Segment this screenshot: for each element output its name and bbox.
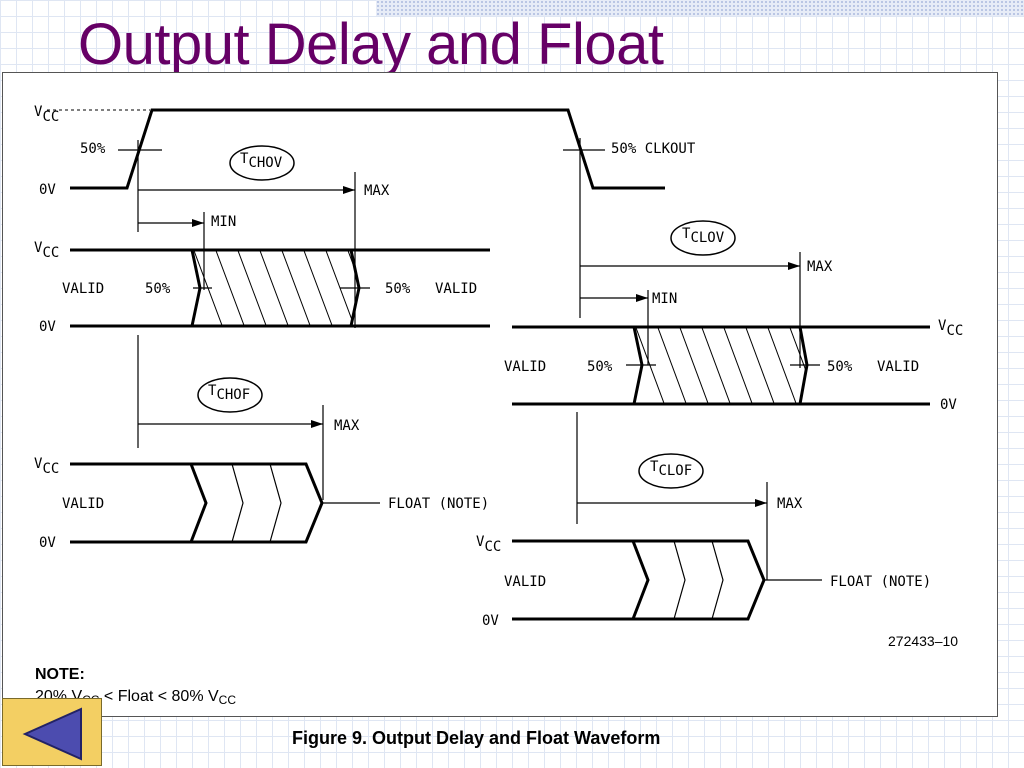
pct50-label: 50% — [587, 359, 613, 375]
zero-v-label: 0V — [39, 535, 56, 551]
valid-label: VALID — [62, 496, 104, 512]
zero-v-label: 0V — [940, 397, 957, 413]
pct50-clkout-label: 50% CLKOUT — [611, 141, 696, 157]
valid-label: VALID — [504, 359, 546, 375]
zero-v-label: 0V — [39, 319, 56, 335]
svg-text:TCLOF: TCLOF — [650, 459, 692, 479]
pct50-label: 50% — [80, 141, 106, 157]
t-label: T — [682, 226, 691, 242]
chof-subscript: CHOF — [216, 387, 250, 403]
right-signal-labels: 50% CLKOUT MAX MIN VCC VALID 50% 50% VAL… — [476, 141, 963, 649]
max-label: MAX — [334, 418, 360, 434]
left-signal-labels: VCC 50% 0V MAX MIN VCC VALID 50% 50% VAL… — [34, 104, 489, 551]
vcc-label: V — [34, 240, 43, 256]
note-part-2: < Float < 80% V — [99, 688, 219, 705]
cc-subscript: CC — [484, 539, 501, 555]
tclof-float-bus — [512, 539, 822, 621]
min-label: MIN — [211, 214, 236, 230]
valid-label: VALID — [877, 359, 919, 375]
vcc-label: V — [34, 456, 43, 472]
slide-title: Output Delay and Float — [78, 12, 664, 77]
valid-label: VALID — [435, 281, 477, 297]
parameter-ovals — [197, 145, 736, 489]
clkout-waveform — [47, 108, 665, 190]
svg-text:TCHOF: TCHOF — [208, 383, 250, 403]
pct50-label: 50% — [385, 281, 411, 297]
cc-subscript: CC — [42, 109, 59, 125]
t-label: T — [650, 459, 659, 475]
clov-subscript: CLOV — [690, 230, 724, 246]
float-note-label: FLOAT (NOTE) — [830, 574, 931, 590]
svg-text:TCHOV: TCHOV — [240, 151, 283, 171]
triangle-left-icon — [22, 707, 82, 761]
note-text: 20% VCC < Float < 80% VCC — [35, 688, 236, 707]
max-label: MAX — [364, 183, 390, 199]
t-label: T — [208, 383, 217, 399]
tclov-valid-bus — [512, 325, 930, 406]
vcc-label: V — [476, 534, 485, 550]
float-note-label: FLOAT (NOTE) — [388, 496, 489, 512]
slide-header-band — [376, 0, 1024, 16]
vcc-label: V — [34, 104, 43, 120]
max-label: MAX — [777, 496, 803, 512]
cc-subscript: CC — [42, 245, 59, 261]
valid-label: VALID — [62, 281, 104, 297]
right-arrowheads — [636, 262, 800, 507]
zero-v-label: 0V — [39, 182, 56, 198]
figure-frame — [2, 72, 998, 717]
note-label: NOTE: — [35, 666, 85, 683]
max-label: MAX — [807, 259, 833, 275]
valid-label: VALID — [504, 574, 546, 590]
svg-text:TCLOV: TCLOV — [682, 226, 725, 246]
figure-id-label: 272433–10 — [888, 633, 958, 649]
note-subscript-2: CC — [218, 693, 237, 707]
svg-text:VCC: VCC — [34, 240, 59, 261]
tchov-valid-bus — [70, 248, 490, 328]
svg-text:VCC: VCC — [938, 318, 963, 339]
chov-subscript: CHOV — [248, 155, 282, 171]
zero-v-label: 0V — [482, 613, 499, 629]
left-timing-lines — [137, 140, 356, 500]
vcc-label: V — [938, 318, 947, 334]
svg-text:VCC: VCC — [476, 534, 501, 555]
parameter-oval-labels: TCHOV TCHOF TCLOV TCLOF — [208, 151, 725, 479]
pct50-label: 50% — [145, 281, 171, 297]
left-arrowheads — [192, 186, 355, 428]
clof-subscript: CLOF — [658, 463, 692, 479]
svg-text:VCC: VCC — [34, 104, 59, 125]
cc-subscript: CC — [42, 461, 59, 477]
pct50-label: 50% — [827, 359, 853, 375]
tchof-float-bus — [70, 462, 380, 544]
min-label: MIN — [652, 291, 677, 307]
previous-slide-button[interactable] — [2, 698, 102, 766]
t-label: T — [240, 151, 249, 167]
figure-caption: Figure 9. Output Delay and Float Wavefor… — [292, 728, 661, 748]
cc-subscript: CC — [946, 323, 963, 339]
svg-text:VCC: VCC — [34, 456, 59, 477]
